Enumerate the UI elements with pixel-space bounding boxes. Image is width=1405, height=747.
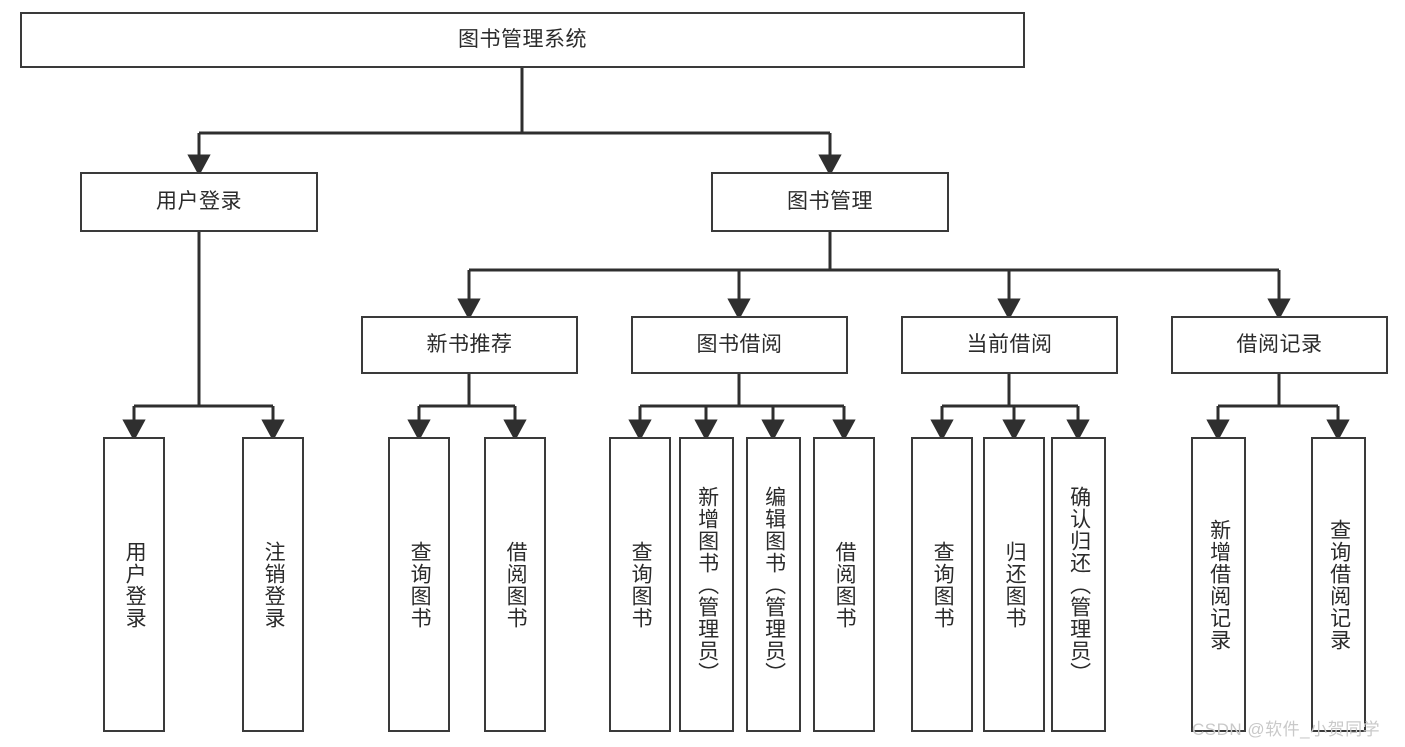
node-book-borrow[interactable]: 图书借阅 (631, 316, 848, 374)
node-leaf-borrow-book-1-label: 借阅图书 (504, 540, 528, 629)
node-leaf-borrow-book-1[interactable]: 借阅图书 (484, 437, 546, 732)
node-user-login-label: 用户登录 (156, 190, 242, 214)
node-leaf-logout-label: 注销登录 (262, 540, 286, 629)
node-new-book-recommend[interactable]: 新书推荐 (361, 316, 578, 374)
node-new-book-recommend-label: 新书推荐 (426, 333, 513, 357)
node-leaf-return-book-label: 归还图书 (1003, 540, 1027, 629)
node-leaf-query-record[interactable]: 查询借阅记录 (1311, 437, 1366, 732)
node-leaf-logout[interactable]: 注销登录 (242, 437, 304, 732)
node-leaf-query-book-1[interactable]: 查询图书 (388, 437, 450, 732)
node-leaf-return-book[interactable]: 归还图书 (983, 437, 1045, 732)
node-root[interactable]: 图书管理系统 (20, 12, 1025, 68)
node-leaf-add-record[interactable]: 新增借阅记录 (1191, 437, 1246, 732)
node-book-management-label: 图书管理 (787, 190, 873, 214)
node-leaf-edit-book-label: 编辑图书（管理员） (762, 485, 786, 684)
node-leaf-confirm-return-label: 确认归还（管理员） (1067, 485, 1091, 684)
node-leaf-query-book-2[interactable]: 查询图书 (609, 437, 671, 732)
node-leaf-query-record-label: 查询借阅记录 (1327, 518, 1351, 651)
node-leaf-query-book-2-label: 查询图书 (629, 540, 653, 629)
node-leaf-add-book[interactable]: 新增图书（管理员） (679, 437, 734, 732)
node-leaf-user-login-label: 用户登录 (123, 540, 147, 629)
node-current-borrow-label: 当前借阅 (966, 333, 1053, 357)
node-borrow-record-label: 借阅记录 (1236, 333, 1323, 357)
node-leaf-query-book-3-label: 查询图书 (931, 540, 955, 629)
node-book-borrow-label: 图书借阅 (696, 333, 783, 357)
node-leaf-borrow-book-2-label: 借阅图书 (833, 540, 857, 629)
node-user-login[interactable]: 用户登录 (80, 172, 318, 232)
node-leaf-confirm-return[interactable]: 确认归还（管理员） (1051, 437, 1106, 732)
node-leaf-add-book-label: 新增图书（管理员） (695, 485, 719, 684)
node-leaf-add-record-label: 新增借阅记录 (1207, 518, 1231, 651)
node-current-borrow[interactable]: 当前借阅 (901, 316, 1118, 374)
node-leaf-borrow-book-2[interactable]: 借阅图书 (813, 437, 875, 732)
node-leaf-query-book-1-label: 查询图书 (408, 540, 432, 629)
node-borrow-record[interactable]: 借阅记录 (1171, 316, 1388, 374)
node-book-management[interactable]: 图书管理 (711, 172, 949, 232)
node-root-label: 图书管理系统 (458, 28, 587, 52)
node-leaf-user-login[interactable]: 用户登录 (103, 437, 165, 732)
csdn-watermark: CSDN @软件_小贺同学 (1192, 720, 1381, 739)
node-leaf-edit-book[interactable]: 编辑图书（管理员） (746, 437, 801, 732)
node-leaf-query-book-3[interactable]: 查询图书 (911, 437, 973, 732)
